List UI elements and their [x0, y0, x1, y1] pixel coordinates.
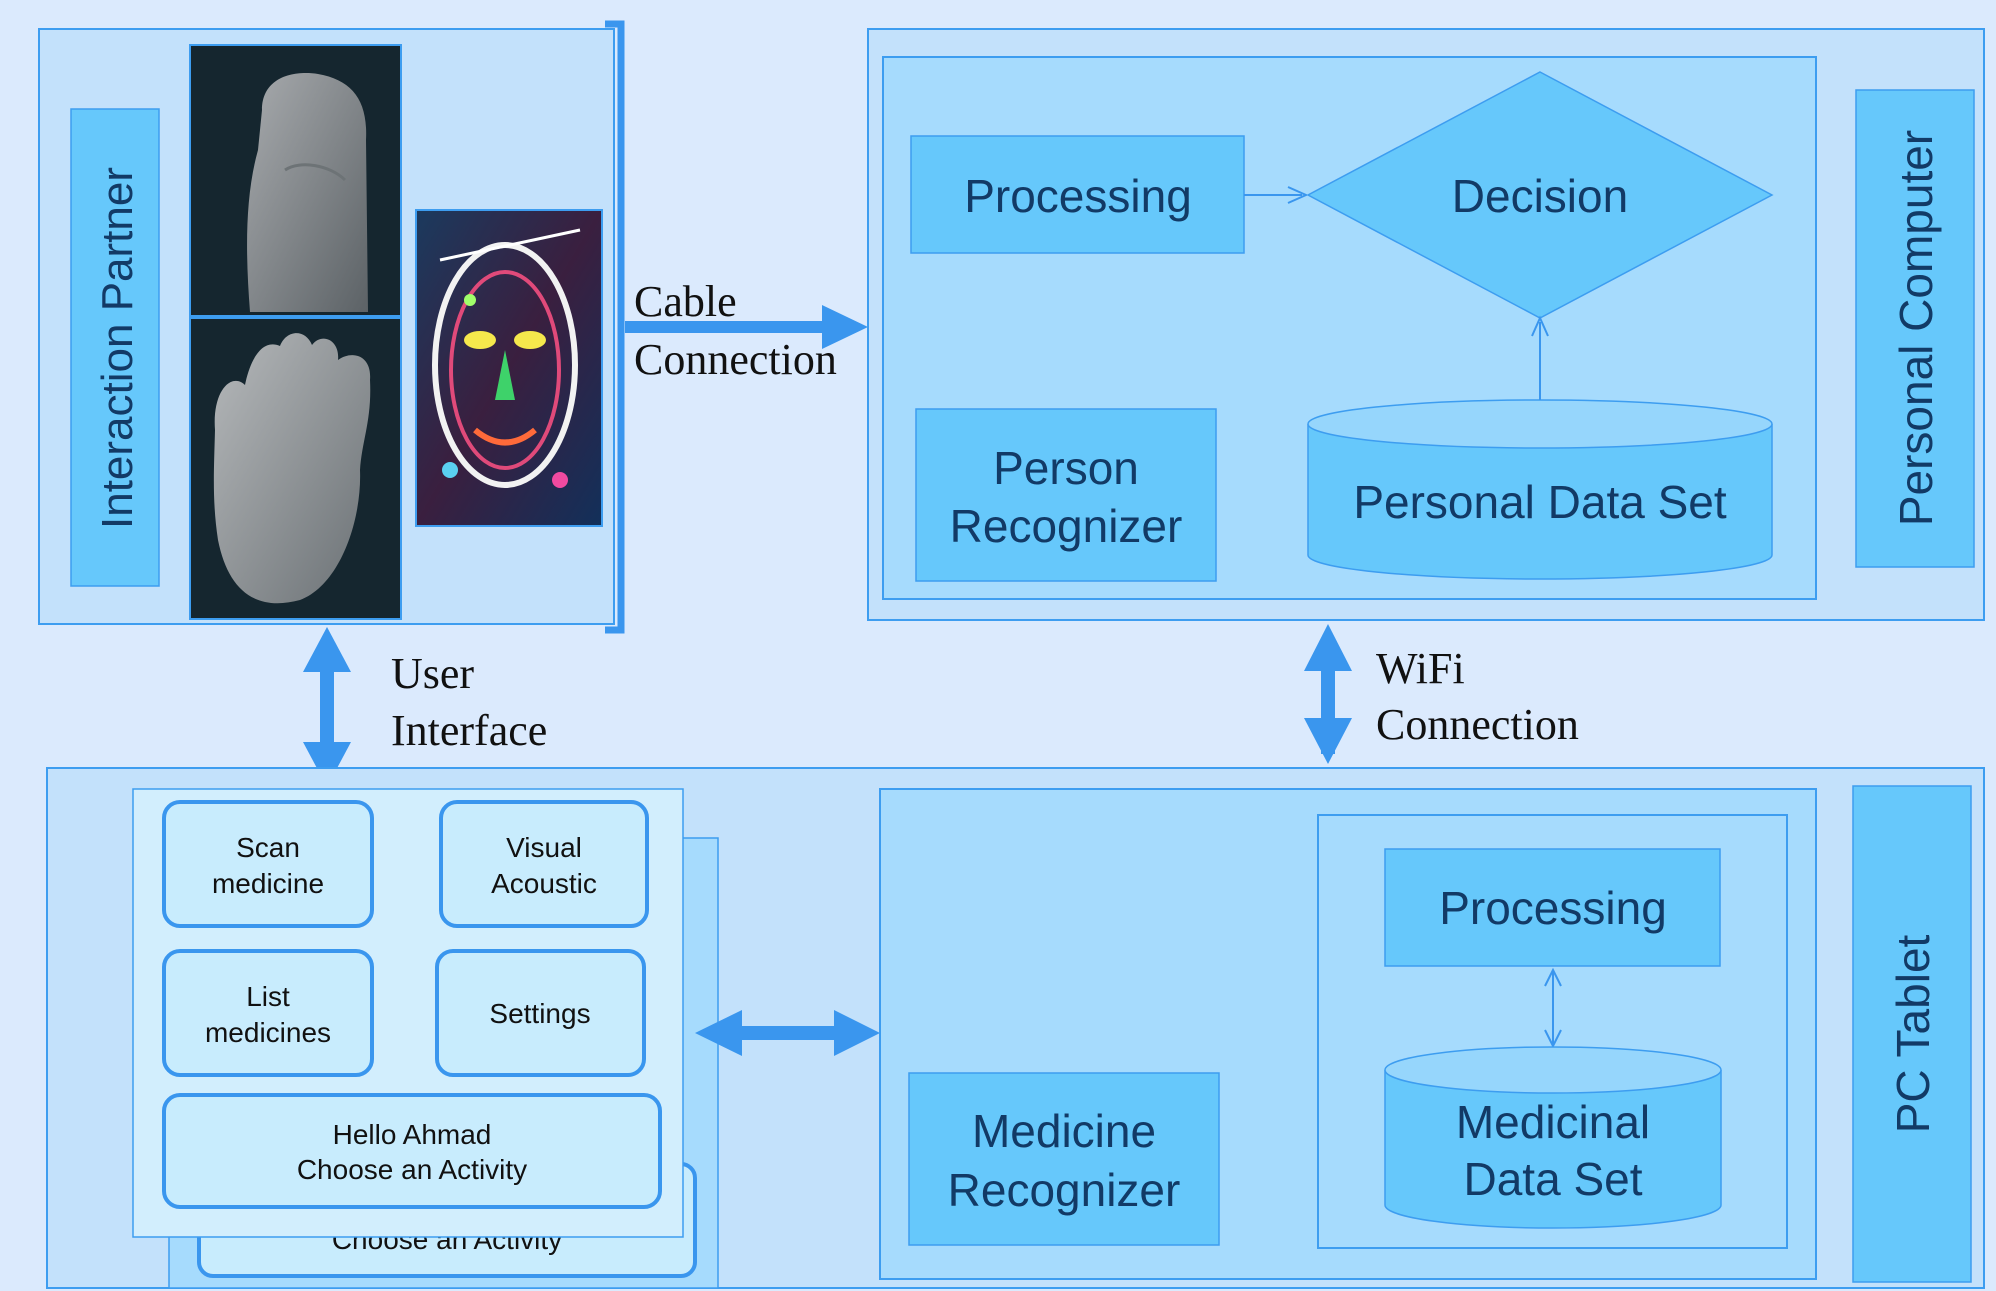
scan-label-line2: medicine [212, 868, 324, 899]
processing-dataset-arrowhead-up [1544, 967, 1562, 987]
ui-arrow-head-up [303, 627, 351, 672]
wifi-connection: WiFi Connection [1304, 624, 1579, 764]
list-label-line1: List [246, 981, 290, 1012]
cable-label-line1: Cable [634, 277, 737, 326]
visual-acoustic-button[interactable]: Visual Acoustic [439, 800, 649, 928]
ui-arrow-shaft [320, 666, 334, 758]
medicine-recognizer-line2: Recognizer [948, 1164, 1181, 1216]
bracket [605, 20, 625, 634]
wifi-label-line2: Connection [1376, 700, 1579, 749]
processing-to-decision-arrowhead [1287, 186, 1309, 204]
interaction-partner-panel: Interaction Partner [38, 20, 625, 634]
person-recognizer-line1: Person [993, 442, 1139, 494]
interaction-partner-label: Interaction Partner [93, 167, 142, 529]
decision-label: Decision [1452, 170, 1628, 222]
personal-data-set-cylinder [1307, 399, 1773, 580]
greeting-line1: Hello Ahmad [333, 1119, 492, 1150]
user-interface-connection: User Interface [303, 627, 547, 787]
person-recognizer-box [915, 408, 1217, 582]
greeting-line2: Choose an Activity [297, 1154, 527, 1185]
ui-label-line2: Interface [391, 706, 547, 755]
visual-label-line2: Acoustic [491, 868, 597, 899]
cable-arrow-shaft [625, 321, 835, 333]
person-recognizer-line2: Recognizer [950, 500, 1183, 552]
cable-arrow-head [822, 305, 868, 349]
pc-processing-box [910, 135, 1245, 254]
list-medicines-button[interactable]: List medicines [162, 949, 374, 1077]
personal-computer-label: Personal Computer [1890, 130, 1942, 526]
ui-arrow-head-down [303, 742, 351, 787]
list-label-line2: medicines [205, 1017, 331, 1048]
processing-dataset-arrowhead-down [1544, 1029, 1562, 1049]
personal-computer-panel: Personal Computer Processing Decision Pe… [867, 28, 1985, 621]
settings-label: Settings [489, 998, 590, 1029]
cable-connection: Cable Connection [625, 277, 868, 384]
tablet-processing-box [1384, 848, 1721, 967]
horizontal-arrow-shaft [734, 1026, 844, 1040]
pc-tablet-label-box [1852, 785, 1972, 1283]
tablet-processing-label: Processing [1439, 882, 1667, 934]
pc-processing-label: Processing [964, 170, 1192, 222]
horizontal-arrow-head-left [695, 1010, 742, 1056]
scan-label-line1: Scan [236, 832, 300, 863]
visual-label-line1: Visual [506, 832, 582, 863]
wifi-arrow-head-up [1304, 624, 1352, 671]
app-to-recognizer-connection [695, 1010, 880, 1056]
hand-image [189, 317, 402, 620]
pc-tablet-panel: Choose an Activity Scan medicine Visual … [46, 767, 1985, 1289]
personal-data-set-label: Personal Data Set [1353, 476, 1727, 528]
cable-label-line2: Connection [634, 335, 837, 384]
wifi-arrow-head-down [1304, 718, 1352, 764]
pc-tablet-label: PC Tablet [1887, 934, 1939, 1133]
dataset-to-decision-arrowhead [1531, 315, 1549, 337]
finger-image [189, 44, 402, 317]
medicinal-data-set-line2: Data Set [1464, 1153, 1643, 1205]
wifi-label-line1: WiFi [1376, 644, 1465, 693]
ui-label-line1: User [391, 649, 474, 698]
personal-computer-label-box [1855, 89, 1975, 568]
horizontal-arrow-head-right [834, 1010, 880, 1056]
medicinal-data-set-cylinder [1384, 1046, 1722, 1229]
greeting-panel: Hello Ahmad Choose an Activity [162, 1093, 662, 1209]
medicine-recognizer-box [908, 1072, 1220, 1246]
settings-button[interactable]: Settings [435, 949, 646, 1077]
medicinal-data-set-line1: Medicinal [1456, 1096, 1650, 1148]
app-front-card: Scan medicine Visual Acoustic List medic… [132, 788, 684, 1238]
face-image [415, 209, 603, 527]
scan-medicine-button[interactable]: Scan medicine [162, 800, 374, 928]
medicine-recognizer-line1: Medicine [972, 1105, 1156, 1157]
interaction-partner-label-box [70, 108, 160, 587]
